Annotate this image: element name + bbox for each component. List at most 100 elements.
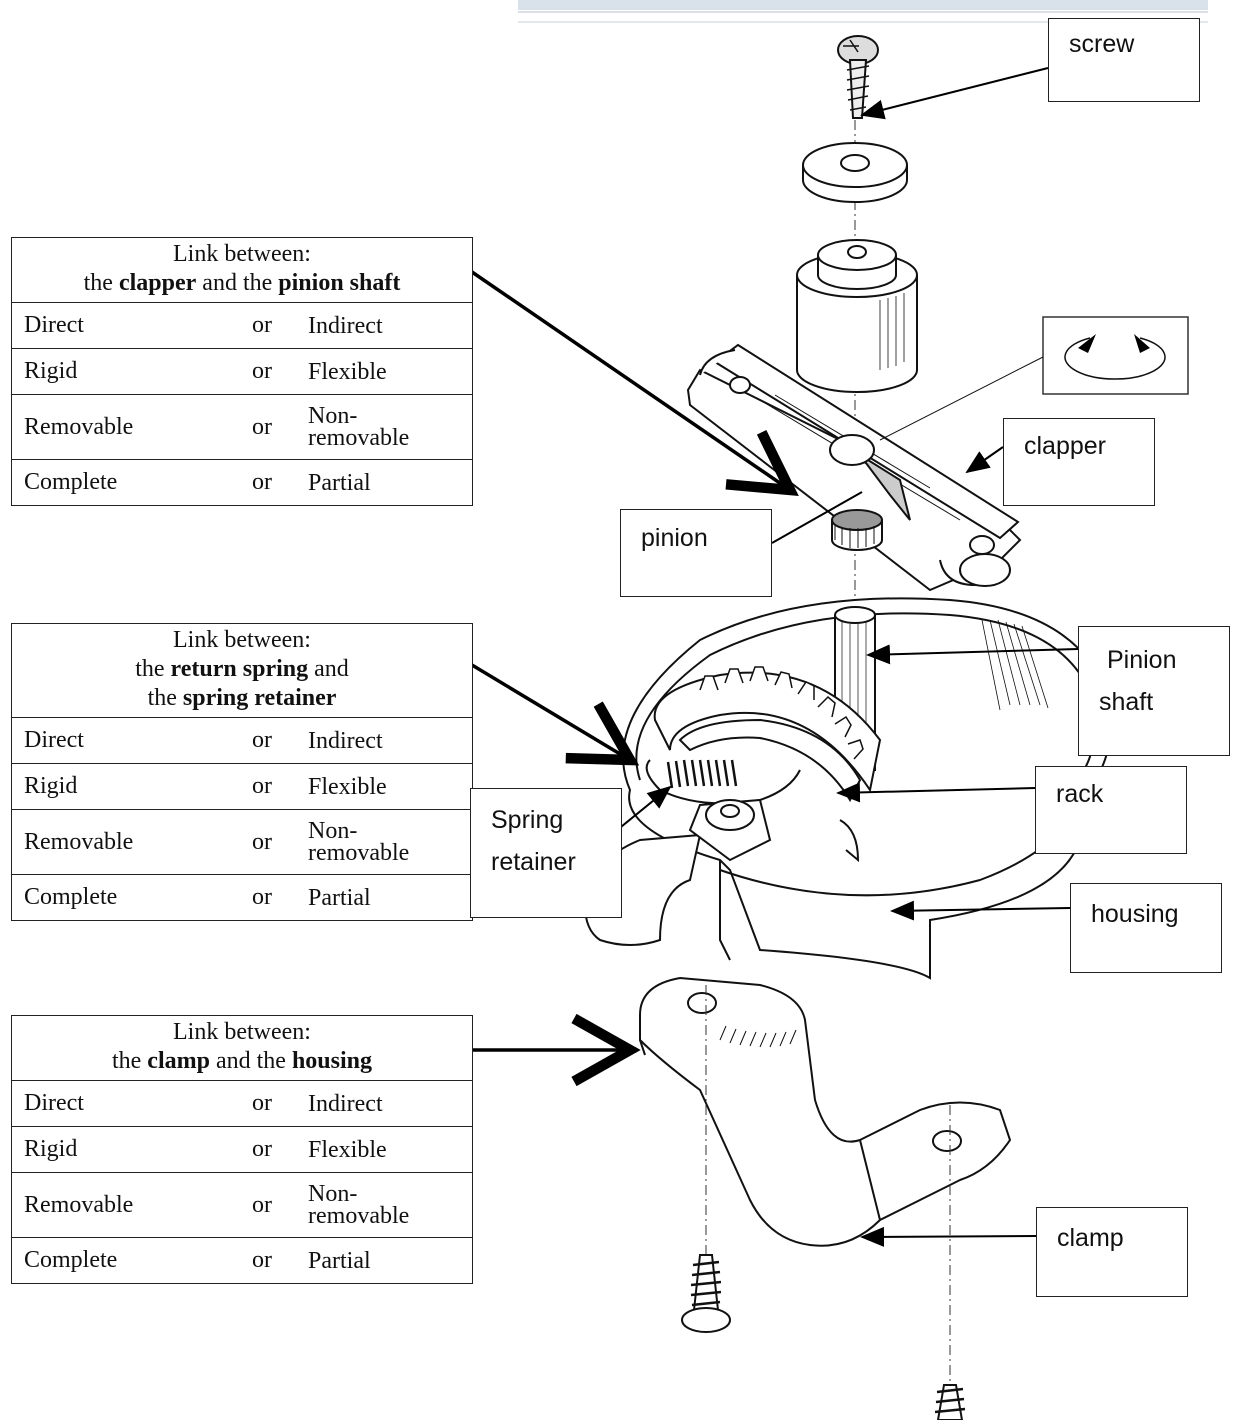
bottom-screw-right bbox=[934, 1384, 966, 1420]
label-text: Spring bbox=[491, 806, 564, 834]
link-table-header: Link between: the clamp and the housing bbox=[11, 1015, 473, 1081]
link-or-text: or bbox=[252, 394, 298, 460]
label-text: Pinion bbox=[1107, 646, 1177, 674]
label-clapper: clapper bbox=[1003, 418, 1155, 506]
label-rack: rack bbox=[1035, 766, 1187, 854]
link-subtitle-text: and bbox=[308, 656, 349, 682]
link-option-left: Direct bbox=[11, 302, 252, 349]
rack-part bbox=[653, 666, 882, 803]
label-pinion-shaft: Pinion shaft bbox=[1078, 626, 1230, 756]
clamp-part bbox=[639, 976, 1012, 1247]
link-part-name: housing bbox=[291, 1048, 373, 1074]
link-option-right: Indirect bbox=[298, 717, 473, 764]
link-table-title: Link between: bbox=[173, 627, 311, 653]
spring-part bbox=[645, 759, 860, 863]
link-option-right: Indirect bbox=[298, 1080, 473, 1127]
link-part-name: clapper bbox=[118, 270, 197, 296]
label-text: clapper bbox=[1024, 432, 1106, 460]
link-table-clapper-pinion-shaft: Link between: the clapper and the pinion… bbox=[11, 237, 473, 506]
label-text: housing bbox=[1091, 900, 1179, 928]
label-text: retainer bbox=[491, 848, 576, 876]
table2-arrow bbox=[471, 663, 640, 766]
label-spring-retainer: Spring retainer bbox=[470, 788, 622, 918]
link-or-text: or bbox=[252, 874, 298, 921]
link-option-right: Non-removable bbox=[298, 1172, 473, 1238]
link-or-text: or bbox=[252, 717, 298, 764]
screw-leader bbox=[860, 67, 1049, 120]
link-option-left: Removable bbox=[11, 394, 252, 460]
link-table-title: Link between: bbox=[173, 241, 311, 267]
link-option-left: Rigid bbox=[11, 763, 252, 810]
rack-leader bbox=[836, 782, 1036, 803]
link-table-header: Link between: the clapper and the pinion… bbox=[11, 237, 473, 303]
link-or-text: or bbox=[252, 348, 298, 395]
clapper-part bbox=[686, 343, 1022, 592]
link-subtitle-text: and the bbox=[196, 270, 279, 296]
label-screw: screw bbox=[1048, 18, 1200, 102]
washer-part bbox=[802, 142, 908, 203]
clapper-leader bbox=[965, 446, 1004, 474]
link-table-title: Link between: bbox=[173, 1019, 311, 1045]
link-table-header: Link between: the return spring and the … bbox=[11, 623, 473, 718]
link-option-left: Removable bbox=[11, 809, 252, 875]
label-text: pinion bbox=[641, 524, 708, 552]
link-subtitle-text: the bbox=[111, 1048, 148, 1074]
link-option-right: Indirect bbox=[298, 302, 473, 349]
link-option-right: Flexible bbox=[298, 348, 473, 395]
link-option-right: Partial bbox=[298, 1237, 473, 1284]
window-strip bbox=[518, 0, 1208, 10]
label-text: shaft bbox=[1099, 688, 1154, 716]
link-subtitle-text: the bbox=[83, 270, 119, 296]
link-or-text: or bbox=[252, 302, 298, 349]
label-pinion: pinion bbox=[620, 509, 772, 597]
link-table-subtitle: the clamp and the housing bbox=[112, 1048, 372, 1074]
pinion-leader bbox=[771, 491, 863, 544]
link-or-text: or bbox=[252, 1080, 298, 1127]
link-part-name: pinion shaft bbox=[278, 270, 401, 296]
link-option-left: Removable bbox=[11, 1172, 252, 1238]
label-text: clamp bbox=[1057, 1224, 1124, 1252]
link-option-left: Direct bbox=[11, 1080, 252, 1127]
rotation-symbol bbox=[1042, 316, 1189, 395]
label-housing: housing bbox=[1070, 883, 1222, 973]
housing-leader bbox=[890, 900, 1071, 921]
link-or-text: or bbox=[252, 1172, 298, 1238]
link-option-right: Partial bbox=[298, 874, 473, 921]
link-option-left: Complete bbox=[11, 874, 252, 921]
link-part-name: spring retainer bbox=[182, 685, 337, 711]
cap-cylinder-part bbox=[796, 239, 918, 393]
clamp-leader bbox=[860, 1226, 1037, 1247]
link-option-left: Complete bbox=[11, 1237, 252, 1284]
link-subtitle-text: and the bbox=[209, 1048, 292, 1074]
link-option-left: Complete bbox=[11, 459, 252, 506]
bottom-screw-left bbox=[681, 1254, 731, 1333]
link-table-subtitle: the return spring and bbox=[135, 656, 349, 682]
link-table-subtitle: the clapper and the pinion shaft bbox=[84, 270, 401, 296]
link-or-text: or bbox=[252, 459, 298, 506]
link-or-text: or bbox=[252, 1126, 298, 1173]
screw-part bbox=[837, 35, 879, 119]
link-option-left: Rigid bbox=[11, 348, 252, 395]
link-subtitle-text: the bbox=[135, 656, 171, 682]
link-subtitle-text: the bbox=[147, 685, 183, 711]
table-arrows bbox=[471, 270, 799, 1087]
link-option-right: Non-removable bbox=[298, 809, 473, 875]
label-leaders bbox=[604, 67, 1079, 1247]
link-table-clamp-housing: Link between: the clamp and the housing … bbox=[11, 1015, 473, 1284]
label-clamp: clamp bbox=[1036, 1207, 1188, 1297]
link-option-right: Flexible bbox=[298, 763, 473, 810]
link-table-return-spring-retainer: Link between: the return spring and the … bbox=[11, 623, 473, 921]
link-or-text: or bbox=[252, 809, 298, 875]
